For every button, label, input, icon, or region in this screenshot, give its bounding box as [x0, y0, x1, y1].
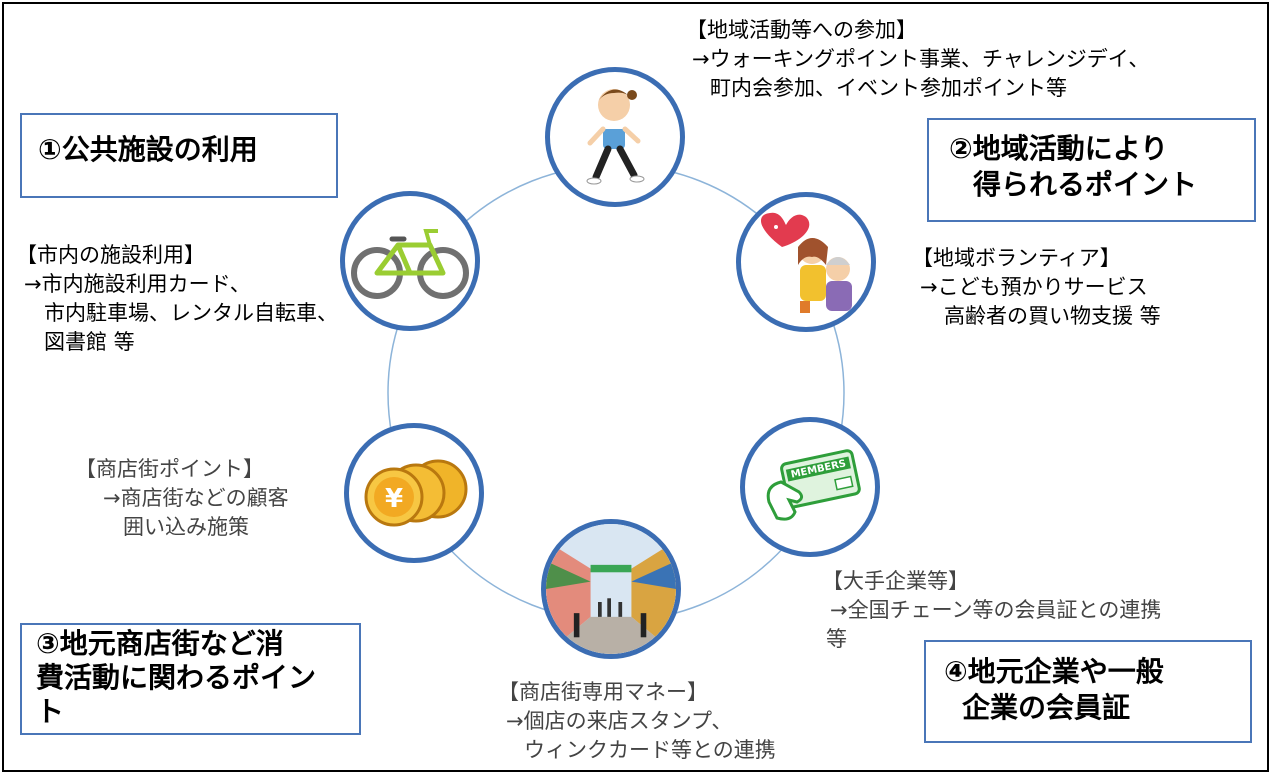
box-public-label: ①公共施設の利用: [38, 133, 258, 166]
desc-left-lower-line1: →商店街などの顧客: [103, 486, 289, 510]
desc-left-line1: →市内施設利用カード、: [24, 272, 251, 296]
yen-symbol: ¥: [385, 484, 403, 514]
box-shopping-line2: 費活動に関わるポイン: [36, 661, 317, 694]
box-shopping-points: ③地元商店街など消 費活動に関わるポイン ト: [20, 623, 361, 735]
box-public-facilities: ①公共施設の利用: [20, 113, 338, 198]
volunteer-heart-icon: [760, 212, 852, 313]
members-card-icon: MEMBERS: [766, 449, 861, 521]
desc-volunteer: 【地域ボランティア】 →こども預かりサービス 高齢者の買い物支援 等: [912, 244, 1161, 331]
desc-shopping-points: 【商店街ポイント】 →商店街などの顧客 囲い込み施策: [75, 455, 289, 542]
box-corporate-line1: ④地元企業や一般: [944, 655, 1164, 688]
desc-left-lower-line2: 囲い込み施策: [123, 515, 249, 539]
desc-right-lower-line1: →全国チェーン等の会員証との連携: [830, 598, 1162, 622]
desc-left-line2: 市内駐車場、レンタル自転車、: [44, 301, 338, 325]
desc-facility-use: 【市内の施設利用】 →市内施設利用カード、 市内駐車場、レンタル自転車、 図書館…: [16, 241, 338, 357]
yen-coins-icon: ¥: [364, 459, 468, 527]
box-shopping-line1: ③地元商店街など消: [36, 627, 284, 660]
desc-bottom-line1: →個店の来店スタンプ、: [506, 709, 733, 733]
volunteer-node: [736, 192, 876, 332]
shopping-street-icon: [546, 524, 676, 654]
desc-left-lower-title: 【商店街ポイント】: [75, 457, 264, 481]
desc-community-activity: 【地域活動等への参加】 →ウォーキングポイント事業、チャレンジデイ、 町内会参加…: [686, 16, 1149, 103]
bicycle-node: [340, 191, 480, 331]
desc-left-line3: 図書館 等: [44, 330, 135, 354]
desc-corporate: 【大手企業等】 →全国チェーン等の会員証との連携 等: [822, 567, 1161, 654]
desc-top-line1: →ウォーキングポイント事業、チャレンジデイ、: [692, 47, 1150, 71]
desc-right-line1: →こども預かりサービス: [920, 275, 1148, 299]
desc-right-title: 【地域ボランティア】: [912, 246, 1121, 270]
desc-right-lower-line2: 等: [826, 627, 847, 651]
box-corporate-line2: 企業の会員証: [962, 691, 1131, 724]
box-community-line1: ②地域活動により: [949, 132, 1169, 165]
street-node: [541, 519, 681, 659]
desc-bottom-title: 【商店街専用マネー】: [498, 680, 708, 704]
desc-right-lower-title: 【大手企業等】: [822, 569, 969, 593]
walking-person-icon: [586, 89, 645, 185]
desc-top-line2: 町内会参加、イベント参加ポイント等: [710, 76, 1067, 100]
bicycle-icon: [351, 229, 469, 299]
box-shopping-line3: ト: [36, 695, 65, 728]
desc-bottom-line2: ウィンクカード等との連携: [524, 738, 776, 762]
walker-node: [545, 67, 685, 207]
box-corporate-cards: ④地元企業や一般 企業の会員証: [924, 640, 1252, 743]
box-community-points: ②地域活動により 得られるポイント: [927, 118, 1256, 222]
box-community-line2: 得られるポイント: [973, 168, 1198, 201]
desc-left-title: 【市内の施設利用】: [16, 243, 205, 267]
coins-node: ¥: [344, 423, 484, 563]
desc-shopping-money: 【商店街専用マネー】 →個店の来店スタンプ、 ウィンクカード等との連携: [498, 678, 776, 765]
card-node: MEMBERS: [740, 417, 880, 557]
desc-top-title: 【地域活動等への参加】: [686, 18, 917, 42]
desc-right-line2: 高齢者の買い物支援 等: [944, 304, 1161, 328]
